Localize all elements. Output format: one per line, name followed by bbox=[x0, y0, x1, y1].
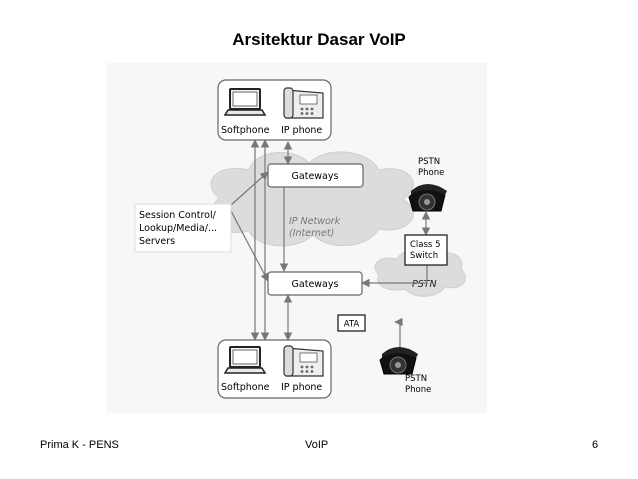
gateway-bottom: Gateways bbox=[267, 271, 363, 296]
ip-phone-icon bbox=[283, 345, 324, 377]
bottom-client-box: Softphone IP phone bbox=[217, 339, 332, 399]
footer-topic: VoIP bbox=[305, 439, 329, 451]
svg-text:ATA: ATA bbox=[344, 320, 360, 330]
ip-network-label: IP Network (Internet) bbox=[289, 216, 343, 239]
laptop-icon bbox=[224, 88, 266, 116]
svg-text:Gateways: Gateways bbox=[292, 171, 339, 182]
svg-text:Gateways: Gateways bbox=[292, 279, 339, 290]
ata-box: ATA bbox=[337, 314, 366, 332]
ip-phone-label: IP phone bbox=[281, 125, 322, 136]
slide-title: Arsitektur Dasar VoIP bbox=[232, 30, 406, 49]
pstn-phone-top-label: PSTN Phone bbox=[418, 157, 444, 178]
softphone-label: Softphone bbox=[221, 125, 270, 136]
servers-box: Session Control/ Lookup/Media/... Server… bbox=[134, 203, 232, 253]
svg-text:Class 5 Switch: Class 5 Switch bbox=[410, 240, 443, 261]
voip-architecture-diagram: IP Network (Internet) PSTN Softphone IP … bbox=[107, 63, 487, 413]
softphone-label: Softphone bbox=[221, 382, 270, 393]
ip-phone-icon bbox=[283, 87, 324, 119]
top-client-box: Softphone IP phone bbox=[217, 79, 332, 141]
footer-author: Prima K - PENS bbox=[40, 439, 119, 451]
gateway-top: Gateways bbox=[267, 163, 364, 188]
ip-phone-label: IP phone bbox=[281, 382, 322, 393]
pstn-cloud-label: PSTN bbox=[412, 279, 437, 290]
page-number: 6 bbox=[592, 439, 599, 451]
class5-switch-box: Class 5 Switch bbox=[404, 234, 448, 266]
pstn-phone-bottom-label: PSTN Phone bbox=[405, 374, 431, 395]
svg-text:Session Control/ Lookup/: Session Control/ Lookup/Media/... Server… bbox=[139, 210, 220, 247]
laptop-icon bbox=[224, 346, 266, 374]
